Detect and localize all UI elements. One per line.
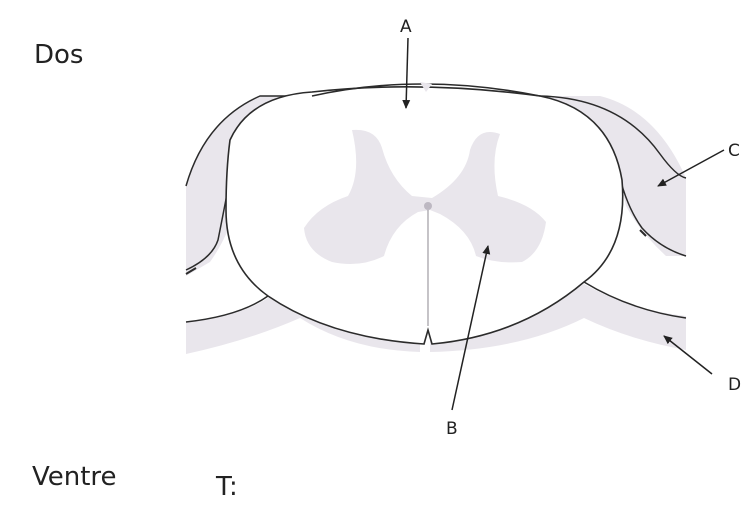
- ventral-label: Ventre: [32, 462, 117, 492]
- central-canal: [424, 202, 432, 210]
- label-d: D: [728, 375, 741, 395]
- answer-prompt: T:: [216, 472, 238, 502]
- label-a: A: [400, 17, 412, 37]
- arrow-d: [664, 336, 712, 374]
- dorsal-label: Dos: [34, 40, 83, 70]
- label-c: C: [728, 141, 740, 161]
- label-b: B: [446, 419, 458, 439]
